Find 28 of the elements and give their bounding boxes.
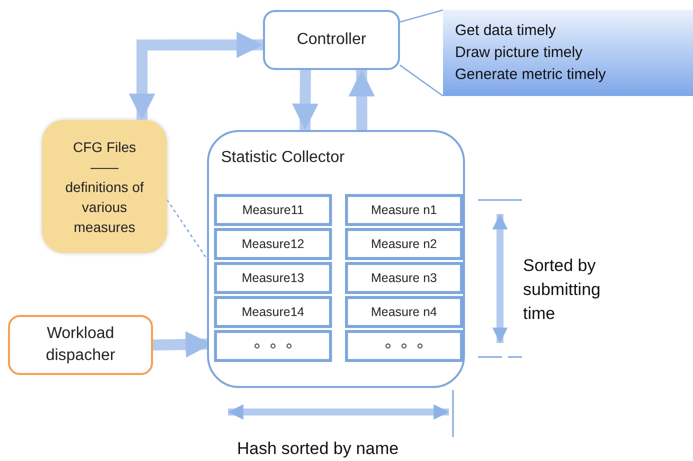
table-cell: Measure n2 [345, 228, 463, 260]
table-cell: Measure n3 [345, 262, 463, 294]
table-cell: Measure14 [214, 296, 332, 328]
block-arrow [292, 70, 318, 130]
table-cell: Measure12 [214, 228, 332, 260]
table-cell: Measure13 [214, 262, 332, 294]
process-box: Workload dispacher [8, 315, 153, 375]
separator-text: —— [90, 158, 118, 176]
table-cell: Measure n4 [345, 296, 463, 328]
table-cell: Measure n1 [345, 194, 463, 226]
block-arrow [128, 32, 264, 120]
table-cell: Measure11 [214, 194, 332, 226]
file-title: CFG Files [73, 138, 136, 156]
container-box [207, 130, 465, 388]
callout-line: Draw picture timely [455, 43, 584, 63]
file-description: definitions of various measures [64, 178, 145, 236]
axis-label: Hash sorted by name [237, 438, 399, 460]
callout-box [443, 10, 693, 96]
file-box [42, 120, 167, 253]
dashed-connector [166, 199, 208, 260]
process-box: Controller [263, 10, 400, 70]
callout-line: Generate metric timely [455, 65, 607, 85]
axis-label: Sorted by submitting time [523, 255, 602, 325]
container-title: Statistic Collector [221, 148, 345, 168]
table-cell [214, 330, 332, 362]
table-cell [345, 330, 463, 362]
block-arrow [348, 70, 375, 130]
callout-line: Get data timely [455, 21, 557, 41]
